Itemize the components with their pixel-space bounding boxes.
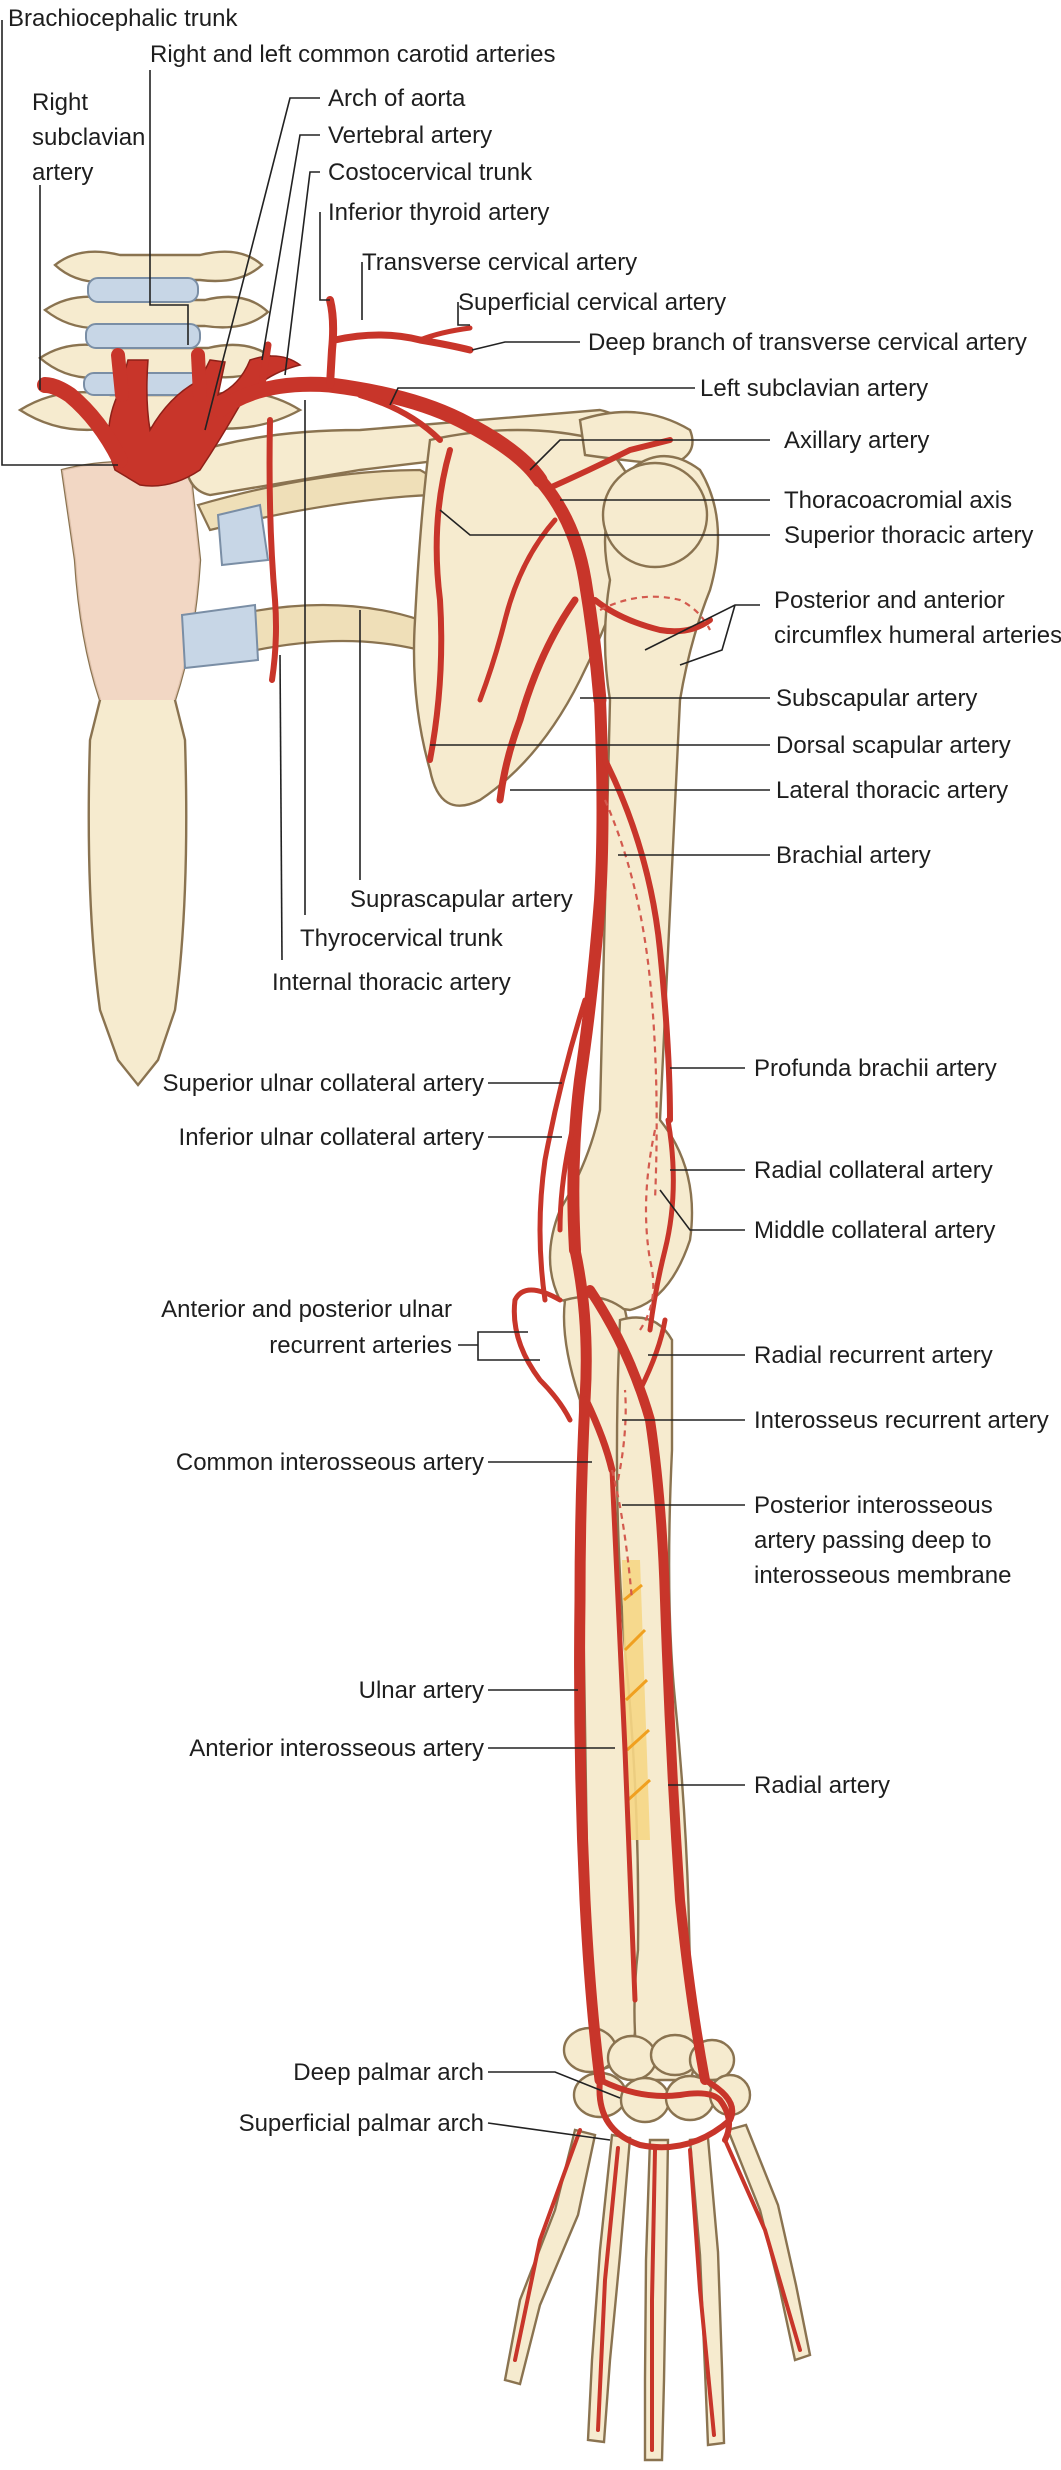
labels: Brachiocephalic trunk Right and left com…: [8, 5, 1061, 2137]
label-radial-artery: Radial artery: [754, 1772, 890, 1799]
label-dorsal-scapular: Dorsal scapular artery: [776, 732, 1011, 759]
dorsal-scapular-vessel: [427, 447, 453, 763]
label-left-subclavian: Left subclavian artery: [700, 375, 928, 402]
superior-ulnar-collateral-vessel: [537, 997, 588, 1303]
label-lateral-thoracic: Lateral thoracic artery: [776, 777, 1008, 804]
brachial-vessel: [567, 694, 609, 1256]
label-circumflex-humeral-2: circumflex humeral arteries: [774, 622, 1061, 649]
label-thoracoacromial-axis: Thoracoacromial axis: [784, 487, 1012, 514]
superficial-palmar-arch-vessel: [596, 2077, 736, 2151]
label-middle-collateral: Middle collateral artery: [754, 1217, 995, 1244]
label-posterior-interosseous-3: interosseous membrane: [754, 1562, 1011, 1589]
label-ulnar-artery: Ulnar artery: [359, 1677, 484, 1704]
label-brachiocephalic-trunk: Brachiocephalic trunk: [8, 5, 238, 32]
label-superior-ulnar-collateral: Superior ulnar collateral artery: [163, 1070, 484, 1097]
label-right-subclavian-2: subclavian: [32, 124, 145, 151]
label-deep-branch-transverse-cervical: Deep branch of transverse cervical arter…: [588, 329, 1027, 356]
posterior-circumflex-dashed: [599, 595, 711, 631]
interosseus-recurrent-dashed: [616, 1389, 627, 1481]
interosseous-membrane: [622, 1560, 652, 1840]
lateral-thoracic-vessel: [477, 517, 558, 703]
label-vertebral-artery: Vertebral artery: [328, 122, 492, 149]
label-suprascapular-artery: Suprascapular artery: [350, 886, 573, 913]
axillary-vessel: [533, 473, 607, 707]
label-radial-collateral: Radial collateral artery: [754, 1157, 993, 1184]
label-subscapular-artery: Subscapular artery: [776, 685, 977, 712]
label-interosseus-recurrent: Interosseus recurrent artery: [754, 1407, 1049, 1434]
label-posterior-interosseous-1: Posterior interosseous: [754, 1492, 993, 1519]
label-transverse-cervical: Transverse cervical artery: [362, 249, 637, 276]
ulnar-recurrent-vessel: [511, 1287, 573, 1423]
inferior-ulnar-collateral-vessel: [557, 1097, 583, 1233]
cervical-vertebrae: [17, 250, 303, 432]
ulnar-vessel: [569, 1244, 606, 2086]
label-superficial-cervical: Superficial cervical artery: [458, 289, 726, 316]
manubrium-shade: [62, 461, 200, 700]
label-inferior-thyroid: Inferior thyroid artery: [328, 199, 549, 226]
transverse-cervical-vessel: [331, 331, 474, 354]
label-right-subclavian-3: artery: [32, 159, 93, 186]
label-axillary-artery: Axillary artery: [784, 427, 929, 454]
label-right-subclavian-1: Right: [32, 89, 88, 116]
common-interosseous-vessel: [582, 1396, 616, 1474]
vertebral-vessel: [258, 341, 272, 389]
digital-arteries: [513, 2128, 802, 2452]
middle-collateral-dashed: [639, 1129, 657, 1331]
label-circumflex-humeral-1: Posterior and anterior: [774, 587, 1005, 614]
arteries: [37, 296, 802, 2452]
thoracoacromial-vessel: [542, 437, 673, 493]
thyrocervical-vessel: [326, 296, 338, 389]
radial-collateral-vessel: [647, 1117, 676, 1333]
internal-thoracic-vessel: [266, 417, 279, 683]
label-common-carotid: Right and left common carotid arteries: [150, 41, 556, 68]
label-internal-thoracic: Internal thoracic artery: [272, 969, 511, 996]
label-posterior-interosseous-2: artery passing deep to: [754, 1527, 991, 1554]
leader-lines: [1, 20, 770, 2141]
label-common-interosseous: Common interosseous artery: [176, 1449, 484, 1476]
label-radial-recurrent: Radial recurrent artery: [754, 1342, 993, 1369]
left-common-carotid-vessel: [191, 348, 207, 402]
label-ulnar-recurrent-1: Anterior and posterior ulnar: [161, 1296, 452, 1323]
right-subclavian-vessel: [37, 377, 128, 468]
suprascapular-vessel: [357, 392, 443, 443]
anterior-interosseous-vessel: [609, 1467, 638, 2003]
label-superior-thoracic: Superior thoracic artery: [784, 522, 1033, 549]
circumflex-humeral-vessel: [592, 597, 713, 635]
label-thyrocervical-trunk: Thyrocervical trunk: [300, 925, 504, 952]
label-costocervical-trunk: Costocervical trunk: [328, 159, 533, 186]
costal-cartilage-2: [180, 603, 260, 670]
hand-bones: [503, 2123, 812, 2462]
posterior-interosseous-dashed: [610, 1469, 634, 1601]
label-inferior-ulnar-collateral: Inferior ulnar collateral artery: [179, 1124, 484, 1151]
right-common-carotid-vessel: [111, 348, 129, 402]
humeral-head: [601, 461, 709, 569]
label-brachial-artery: Brachial artery: [776, 842, 931, 869]
radial-recurrent-vessel: [637, 1317, 668, 1393]
label-superficial-palmar-arch: Superficial palmar arch: [239, 2110, 484, 2137]
costal-cartilage-1: [216, 503, 270, 567]
profunda-dashed: [603, 799, 658, 1201]
superficial-cervical-vessel: [417, 325, 473, 343]
subscapular-vessel: [496, 596, 579, 804]
label-deep-palmar-arch: Deep palmar arch: [293, 2059, 484, 2086]
label-ulnar-recurrent-2: recurrent arteries: [269, 1332, 452, 1359]
left-subclavian-vessel: [212, 376, 548, 488]
profunda-brachii-vessel: [602, 757, 673, 1123]
label-arch-of-aorta: Arch of aorta: [328, 85, 466, 112]
label-anterior-interosseous: Anterior interosseous artery: [189, 1735, 484, 1762]
label-profunda-brachii: Profunda brachii artery: [754, 1055, 997, 1082]
